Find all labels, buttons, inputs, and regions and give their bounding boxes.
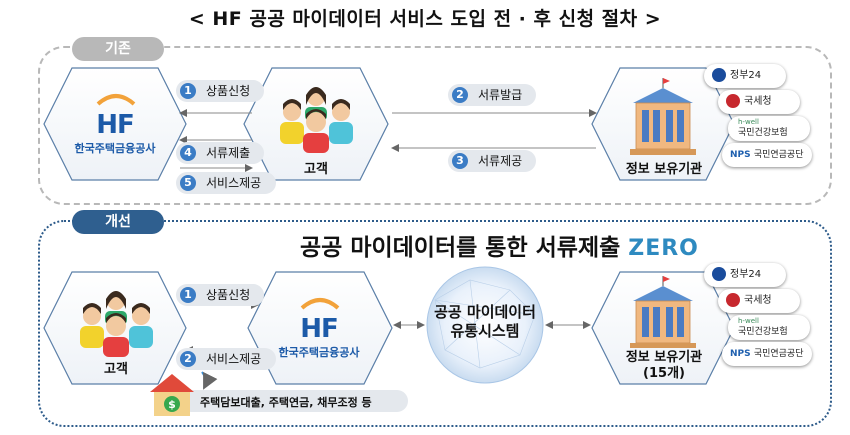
slogan: 공공 마이데이터를 통한 서류제출 ZERO xyxy=(300,228,699,262)
step-after-1: 1 상품신청 xyxy=(176,284,264,306)
step-before-5: 5 서비스제공 xyxy=(176,172,276,194)
network-circle xyxy=(426,266,544,384)
step-number: 1 xyxy=(180,83,196,99)
hf-hexagon-before xyxy=(43,67,187,181)
step-number: 1 xyxy=(180,287,196,303)
logo-nps-after: NPS 국민연금공단 xyxy=(722,342,812,366)
hf-logo-arc-after xyxy=(300,298,340,310)
logo-gov24-before: 정부24 xyxy=(704,64,786,88)
nhis-name: 국민건강보험 xyxy=(738,327,788,337)
after-panel xyxy=(38,220,832,427)
step-before-3: 3 서류제공 xyxy=(448,150,536,172)
gov24-name: 정부24 xyxy=(730,269,762,280)
logo-nhis-after: h-well 국민건강보험 xyxy=(728,315,810,340)
people-icon-after xyxy=(80,291,153,357)
nts-name: 국세청 xyxy=(744,96,772,107)
step-label: 서비스제공 xyxy=(206,352,262,366)
hf-name: 한국주택금융공사 xyxy=(278,346,360,359)
people-icon-before xyxy=(280,87,353,153)
system-line2: 유통시스템 xyxy=(450,322,520,340)
hf-logo-text: HF xyxy=(96,110,135,140)
step-number: 4 xyxy=(180,145,196,161)
customer-label-before: 고객 xyxy=(304,162,328,177)
slogan-zero: ZERO xyxy=(628,236,699,261)
nts-name: 국세청 xyxy=(744,295,772,306)
customer-label-after: 고객 xyxy=(104,362,128,377)
institution-label-after: 정보 보유기관 xyxy=(625,350,703,365)
hf-logo-arc-before xyxy=(96,94,136,106)
step-before-2: 2 서류발급 xyxy=(448,84,536,106)
nps-name: 국민연금공단 xyxy=(753,349,804,359)
institution-label-before: 정보 보유기관 xyxy=(625,162,703,177)
step-label: 서비스제공 xyxy=(206,176,262,190)
system-line1: 공공 마이데이터 xyxy=(434,303,536,321)
step-before-4: 4 서류제출 xyxy=(176,142,264,164)
logo-nps-before: NPS 국민연금공단 xyxy=(722,143,812,167)
logo-nhis-before: h-well 국민건강보험 xyxy=(728,116,810,141)
institution-count: (15개) xyxy=(643,366,685,381)
benefit-bar xyxy=(180,390,408,412)
house-money-icon: $ xyxy=(150,371,218,416)
step-after-2: 2 서비스제공 xyxy=(176,348,276,370)
step-number: 2 xyxy=(452,87,468,103)
benefit-text: 주택담보대출, 주택연금, 채무조정 등 xyxy=(200,396,372,409)
hf-logo-text: HF xyxy=(300,314,339,344)
step-number: 3 xyxy=(452,153,468,169)
step-label: 서류제공 xyxy=(478,154,523,168)
hwell-text: h-well xyxy=(738,317,759,325)
nps-name: 국민연금공단 xyxy=(753,150,804,160)
step-number: 5 xyxy=(180,175,196,191)
svg-text:$: $ xyxy=(168,398,176,411)
gov24-icon xyxy=(712,68,726,82)
nts-icon xyxy=(726,94,740,108)
system-label: 공공 마이데이터 유통시스템 xyxy=(420,303,550,341)
hf-logo-after: HF 한국주택금융공사 xyxy=(254,314,384,360)
step-before-1: 1 상품신청 xyxy=(176,80,264,102)
nhis-name: 국민건강보험 xyxy=(738,128,788,138)
gov24-name: 정부24 xyxy=(730,70,762,81)
page-title: < HF 공공 마이데이터 서비스 도입 전 · 후 신청 절차 > xyxy=(188,8,662,30)
hwell-text: h-well xyxy=(738,118,759,126)
before-panel xyxy=(38,46,832,205)
gov24-icon xyxy=(712,267,726,281)
logo-gov24-after: 정부24 xyxy=(704,263,786,287)
hf-logo-before: HF 한국주택금융공사 xyxy=(50,110,180,156)
before-tag: 기존 xyxy=(72,37,164,61)
hf-name: 한국주택금융공사 xyxy=(74,142,156,155)
nps-mark: NPS xyxy=(730,150,751,160)
building-icon-before xyxy=(630,78,696,155)
step-label: 서류제출 xyxy=(206,146,251,160)
building-icon-after xyxy=(630,276,696,348)
step-label: 서류발급 xyxy=(478,88,523,102)
logo-nts-before: 국세청 xyxy=(718,90,800,114)
step-label: 상품신청 xyxy=(206,84,251,98)
nts-icon xyxy=(726,293,740,307)
step-number: 2 xyxy=(180,351,196,367)
after-tag: 개선 xyxy=(72,210,164,234)
nps-mark: NPS xyxy=(730,349,751,359)
logo-nts-after: 국세청 xyxy=(718,289,800,313)
network-lines xyxy=(434,279,536,369)
hf-hexagon-after xyxy=(247,271,393,385)
slogan-text: 공공 마이데이터를 통한 서류제출 xyxy=(300,235,621,261)
step-label: 상품신청 xyxy=(206,288,251,302)
